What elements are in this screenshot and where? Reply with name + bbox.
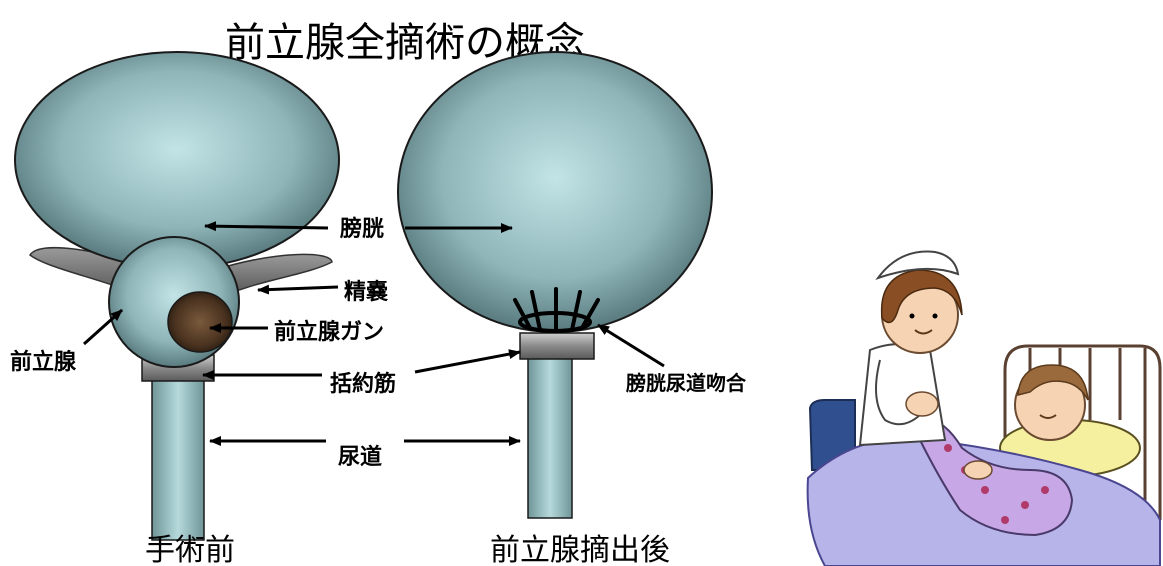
anastomosis-sutures [513, 287, 600, 333]
patient-hand [963, 460, 993, 480]
arrow-sphincter-right [414, 349, 521, 374]
label-bladder: 膀胱 [340, 216, 384, 242]
patient-smile [1039, 414, 1057, 419]
nurse-smile [914, 329, 933, 335]
label-sphincter: 括約筋 [330, 371, 396, 397]
label-prostate: 前立腺 [10, 349, 77, 375]
arrow-prostate [82, 308, 124, 346]
urethra-before [151, 377, 205, 541]
label-anastomosis: 膀胱尿道吻合 [625, 371, 747, 395]
label-prostate-cancer: 前立腺ガン [274, 319, 384, 345]
label-seminal-vesicle: 精嚢 [344, 279, 388, 305]
nurse-hair [880, 269, 963, 324]
urethra-after [527, 355, 573, 519]
patient-hair [1017, 364, 1089, 401]
arrow-seminal-vesicle [257, 284, 339, 295]
clasped-hands [905, 391, 939, 417]
label-urethra: 尿道 [338, 444, 382, 470]
nurse-cap [875, 250, 960, 280]
patient-pajama [918, 416, 1074, 537]
bladder-before [14, 51, 340, 269]
prostate-cancer [167, 291, 233, 353]
caption-before-surgery: 手術前 [145, 533, 235, 566]
arrow-bladder-left [204, 221, 329, 232]
arrow-anastomosis [597, 323, 665, 368]
before-surgery-diagram [14, 51, 340, 541]
pointer-arrows [82, 221, 665, 446]
seminal-vesicle-right [214, 253, 333, 302]
nurse-eye-right [932, 313, 938, 319]
nurse-eye-left [909, 313, 915, 319]
after-surgery-diagram [397, 51, 713, 519]
caption-after-prostatectomy: 前立腺摘出後 [490, 533, 670, 566]
sphincter-after [519, 332, 595, 360]
nurse-patient-illustration [806, 250, 1162, 566]
